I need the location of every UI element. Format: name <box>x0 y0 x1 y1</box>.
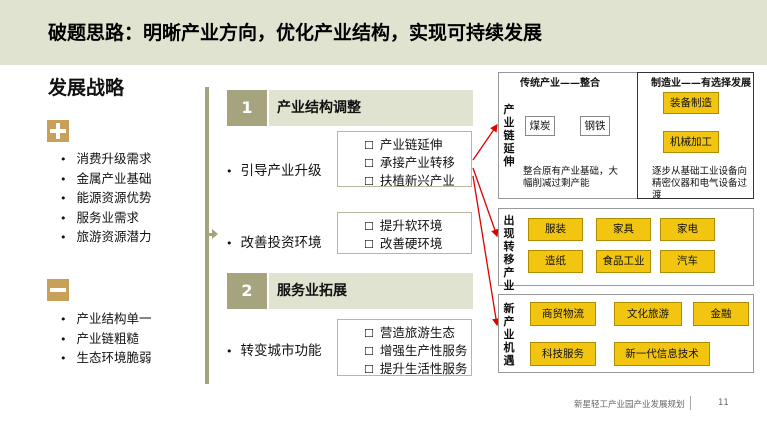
vertical-label: 产业链延伸 <box>503 103 515 168</box>
traditional-title: 传统产业——整合 <box>520 78 600 89</box>
industry-box: 新一代信息技术 <box>614 342 710 366</box>
detail-box: 产业链延伸 承接产业转移 扶植新兴产业 <box>337 131 472 190</box>
arrow-red <box>472 167 499 238</box>
detail-item: 改善硬环境 <box>364 235 471 253</box>
strategy-item: 改善投资环境 <box>226 231 322 251</box>
detail-item: 增强生产性服务 <box>364 342 471 360</box>
list-item: 旅游资源潜力 <box>60 228 152 248</box>
header-bar: 破题思路：明晰产业方向，优化产业结构，实现可持续发展 <box>0 0 767 65</box>
detail-item: 营造旅游生态 <box>364 324 471 342</box>
minus-icon <box>47 279 69 301</box>
industry-box: 家具 <box>596 218 651 241</box>
list-item: 金属产业基础 <box>60 170 152 190</box>
industry-box: 造纸 <box>528 250 583 273</box>
section-title: 发展战略 <box>48 77 125 99</box>
detail-item: 提升软环境 <box>364 217 471 235</box>
industry-box: 汽车 <box>660 250 715 273</box>
list-item: 服务业需求 <box>60 209 152 229</box>
detail-item: 提升生活性服务 <box>364 360 471 378</box>
arrow-red <box>472 175 500 327</box>
industry-box: 家电 <box>660 218 715 241</box>
list-item: 产业结构单一 <box>60 310 152 330</box>
industry-box: 食品工业 <box>596 250 651 273</box>
coal-box: 煤炭 <box>525 116 555 136</box>
detail-box: 提升软环境 改善硬环境 <box>337 212 472 254</box>
industry-box: 商贸物流 <box>530 302 596 326</box>
industry-box: 金融 <box>693 302 749 326</box>
vertical-label: 新产业机遇 <box>503 302 515 367</box>
list-item: 生态环境脆弱 <box>60 349 152 369</box>
traditional-note: 整合原有产业基础，大幅削减过剩产能 <box>523 166 619 189</box>
detail-item: 扶植新兴产业 <box>364 172 471 190</box>
strategy-item: 转变城市功能 <box>226 339 322 359</box>
divider-line <box>205 87 209 384</box>
strategy-item: 引导产业升级 <box>226 159 322 179</box>
industry-box: 文化旅游 <box>614 302 682 326</box>
arrow-red <box>472 123 498 161</box>
equip-box: 装备制造 <box>663 92 719 114</box>
page-title: 破题思路：明晰产业方向，优化产业结构，实现可持续发展 <box>48 22 543 44</box>
manufacturing-note: 逐步从基础工业设备向精密仪器和电气设备过渡 <box>652 166 748 201</box>
section-number: 2 <box>227 273 267 309</box>
arrow-right-icon <box>212 229 218 239</box>
machining-box: 机械加工 <box>663 131 719 153</box>
section-label: 产业结构调整 <box>269 90 473 126</box>
footer-divider <box>690 396 691 410</box>
manufacturing-title: 制造业——有选择发展 <box>651 78 751 89</box>
page-number: 11 <box>718 398 729 408</box>
detail-item: 承接产业转移 <box>364 154 471 172</box>
plus-icon <box>47 120 69 142</box>
minus-list: 产业结构单一 产业链粗糙 生态环境脆弱 <box>60 310 152 369</box>
industry-box: 科技服务 <box>530 342 596 366</box>
list-item: 产业链粗糙 <box>60 330 152 350</box>
list-item: 消费升级需求 <box>60 150 152 170</box>
footer-text: 新星轻工产业园产业发展规划 <box>574 400 685 410</box>
plus-list: 消费升级需求 金属产业基础 能源资源优势 服务业需求 旅游资源潜力 <box>60 150 152 248</box>
section-label: 服务业拓展 <box>269 273 473 309</box>
detail-box: 营造旅游生态 增强生产性服务 提升生活性服务 <box>337 319 472 376</box>
steel-box: 钢铁 <box>580 116 610 136</box>
industry-box: 服装 <box>528 218 583 241</box>
vertical-label: 出现转移产业 <box>503 214 515 292</box>
list-item: 能源资源优势 <box>60 189 152 209</box>
detail-item: 产业链延伸 <box>364 136 471 154</box>
section-number: 1 <box>227 90 267 126</box>
